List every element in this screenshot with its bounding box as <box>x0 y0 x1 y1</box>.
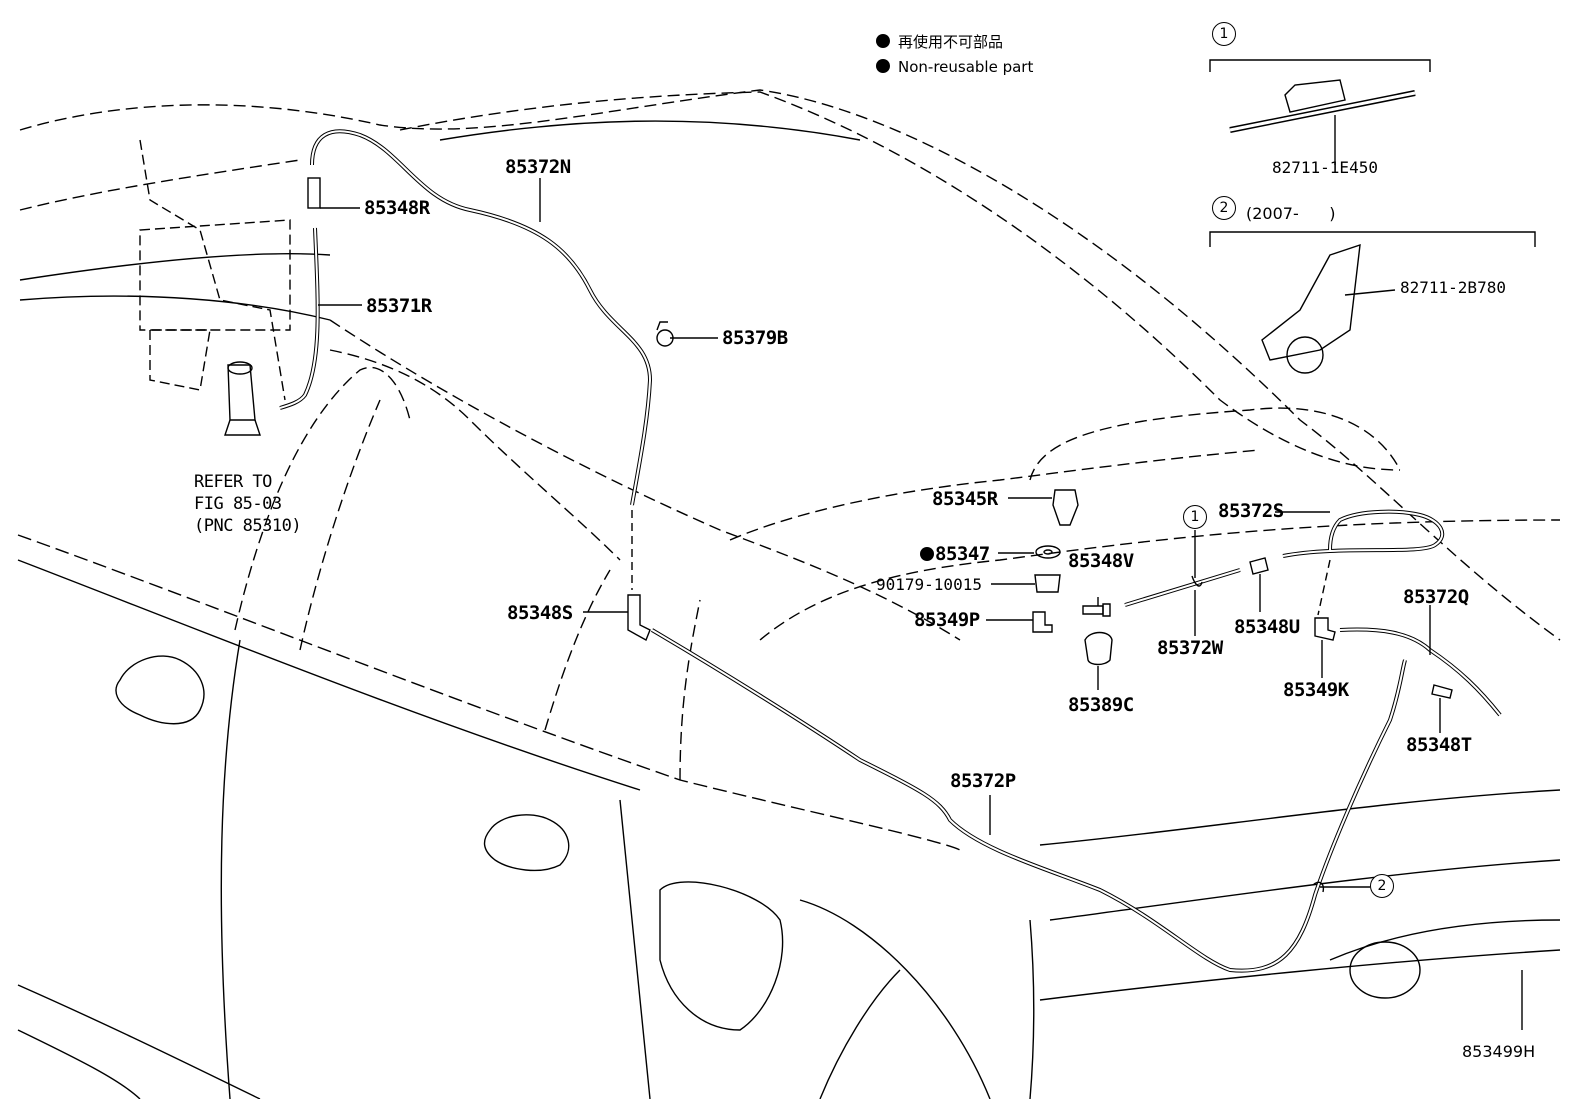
part-label-85347[interactable]: 85347 <box>920 545 990 564</box>
part-label-85389C[interactable]: 85389C <box>1068 694 1134 716</box>
legend-non-reusable-jp: 再使用不可部品 <box>876 34 1003 50</box>
part-label-85348U[interactable]: 85348U <box>1234 616 1300 638</box>
part-label-85348T[interactable]: 85348T <box>1406 734 1472 756</box>
part-label-85379B[interactable]: 85379B <box>722 327 788 349</box>
callout-1-marker: 1 <box>1183 505 1207 529</box>
part-label-85372N[interactable]: 85372N <box>505 156 571 178</box>
bullet-icon <box>876 59 890 73</box>
refer-note-line1: REFER TO <box>194 472 272 492</box>
part-label-85349K[interactable]: 85349K <box>1283 679 1349 701</box>
part-label-85348R[interactable]: 85348R <box>364 197 430 219</box>
part-label-85372W[interactable]: 85372W <box>1157 637 1223 659</box>
legend-non-reusable-en: Non-reusable part <box>876 59 1033 75</box>
part-label-85371R[interactable]: 85371R <box>366 295 432 317</box>
part-label-85349P[interactable]: 85349P <box>914 609 980 631</box>
part-label-85372S[interactable]: 85372S <box>1218 500 1284 522</box>
part-label-85345R[interactable]: 85345R <box>932 488 998 510</box>
legend-en-text: Non-reusable part <box>898 58 1034 76</box>
part-label-82711-1E450[interactable]: 82711-1E450 <box>1272 158 1378 177</box>
part-label-85348S[interactable]: 85348S <box>507 602 573 624</box>
part-label-85348V[interactable]: 85348V <box>1068 550 1134 572</box>
part-label-85347-text: 85347 <box>935 543 990 565</box>
part-label-85372Q[interactable]: 85372Q <box>1403 586 1469 608</box>
callout-2-marker: 2 <box>1370 874 1394 898</box>
refer-note-line3: (PNC 85310) <box>194 516 302 536</box>
non-reusable-bullet-icon <box>920 547 934 561</box>
part-label-85372P[interactable]: 85372P <box>950 770 1016 792</box>
figure-id: 853499H <box>1462 1042 1536 1061</box>
part-label-82711-2B780[interactable]: 82711-2B780 <box>1400 278 1506 297</box>
group-2-year-note: (2007- ) <box>1246 204 1336 223</box>
bullet-icon <box>876 34 890 48</box>
part-label-90179-10015[interactable]: 90179-10015 <box>876 575 982 594</box>
refer-note-line2: FIG 85-03 <box>194 494 282 514</box>
group-2-marker: 2 <box>1212 196 1236 220</box>
group-1-marker: 1 <box>1212 22 1236 46</box>
legend-jp-text: 再使用不可部品 <box>898 33 1004 51</box>
